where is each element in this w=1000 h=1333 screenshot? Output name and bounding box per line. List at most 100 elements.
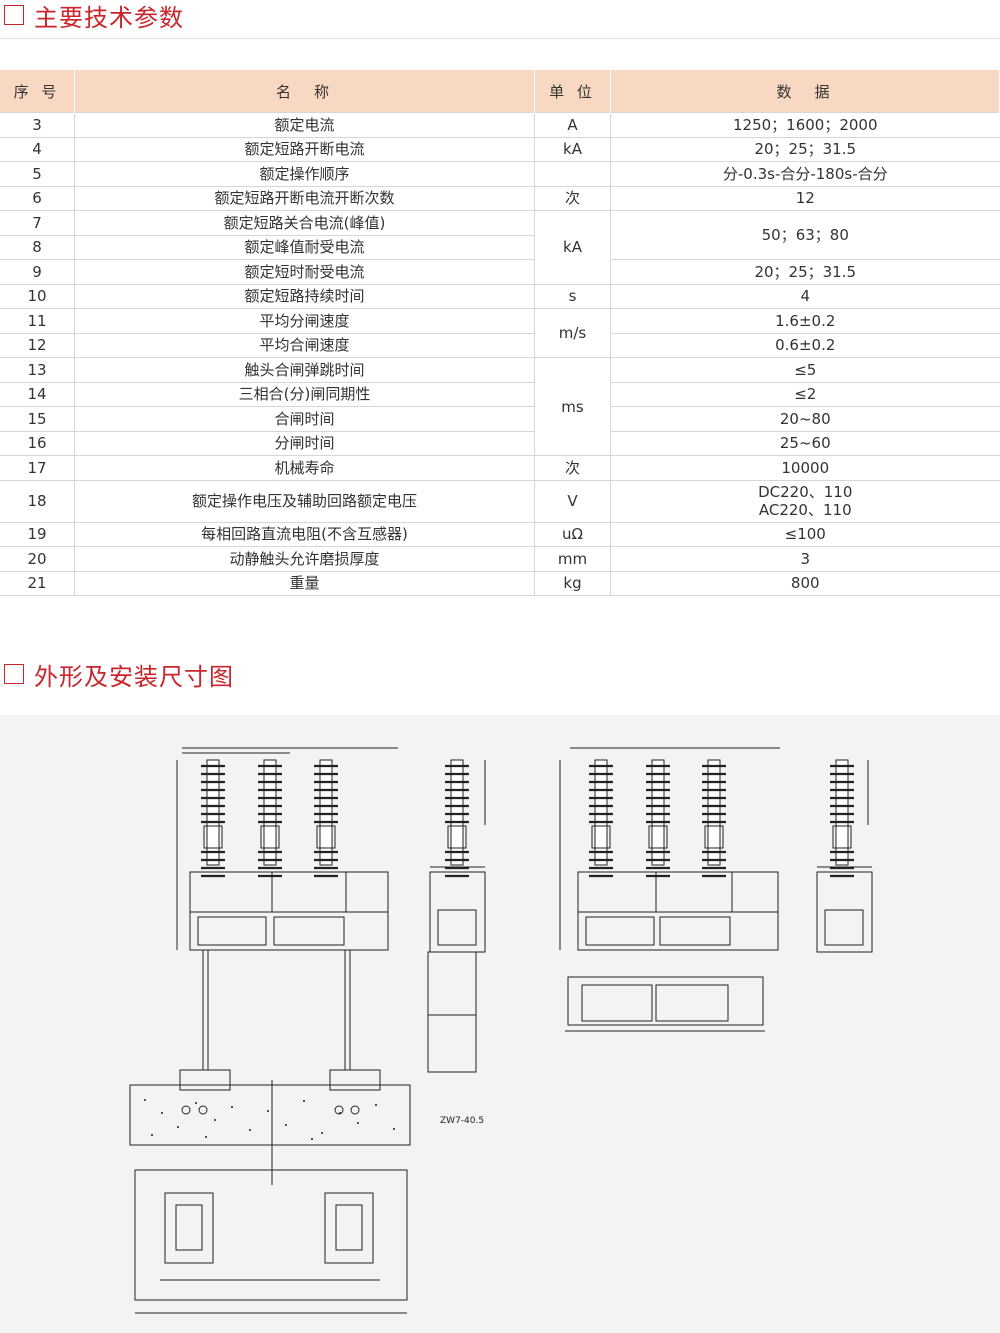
- dimension-drawing: ZW7-40.5: [0, 715, 1000, 1333]
- cell-data: 20；25；31.5: [610, 259, 1000, 285]
- cell-no: 12: [0, 332, 75, 358]
- cell-no: 7: [0, 210, 75, 236]
- cell-name: 三相合(分)闸同期性: [74, 381, 535, 407]
- cell-data-line1: DC220、110: [758, 483, 853, 501]
- side-view: [427, 758, 486, 1073]
- cell-data: 4: [610, 283, 1000, 309]
- cell-name: 额定短路开断电流: [74, 136, 535, 162]
- cell-data: ≤2: [610, 381, 1000, 407]
- cell-data: 分-0.3s-合分-180s-合分: [610, 161, 1000, 187]
- side-view-small: [816, 758, 873, 953]
- cell-unit: kA: [534, 210, 611, 285]
- cell-name: 额定操作顺序: [74, 161, 535, 187]
- divider: [0, 38, 1000, 39]
- cell-name: 额定短路开断电流开断次数: [74, 185, 535, 211]
- cell-name: 额定峰值耐受电流: [74, 234, 535, 260]
- params-section-title: 主要技术参数: [34, 3, 184, 32]
- cell-data: 0.6±0.2: [610, 332, 1000, 358]
- square-icon: [4, 664, 24, 684]
- cell-no: 15: [0, 406, 75, 432]
- cell-no: 11: [0, 308, 75, 334]
- cell-data: 10000: [610, 455, 1000, 481]
- front-view-small: [559, 747, 780, 1032]
- cell-name: 平均合闸速度: [74, 332, 535, 358]
- square-icon: [4, 5, 24, 25]
- cell-no: 18: [0, 479, 75, 523]
- cell-unit: 次: [534, 455, 611, 481]
- cell-name: 额定电流: [74, 112, 535, 138]
- cell-no: 20: [0, 546, 75, 572]
- cell-no: 17: [0, 455, 75, 481]
- cell-unit: ms: [534, 357, 611, 456]
- cell-name: 额定短时耐受电流: [74, 259, 535, 285]
- cell-data: 3: [610, 546, 1000, 572]
- cell-data: 25~60: [610, 430, 1000, 456]
- drawing-section-header: 外形及安装尺寸图: [0, 660, 234, 691]
- cell-name: 额定短路关合电流(峰值): [74, 210, 535, 236]
- col-header-unit: 单 位: [534, 70, 611, 113]
- cell-data: 1.6±0.2: [610, 308, 1000, 334]
- cell-no: 19: [0, 521, 75, 547]
- cell-data: 12: [610, 185, 1000, 211]
- drawing-caption: ZW7-40.5: [440, 1116, 484, 1126]
- cell-no: 10: [0, 283, 75, 309]
- cell-name: 触头合闸弹跳时间: [74, 357, 535, 383]
- cell-data: ≤100: [610, 521, 1000, 547]
- cell-no: 9: [0, 259, 75, 285]
- col-header-data: 数 据: [610, 70, 1000, 113]
- cell-name: 每相回路直流电阻(不含互感器): [74, 521, 535, 547]
- cell-name: 分闸时间: [74, 430, 535, 456]
- cell-name: 平均分闸速度: [74, 308, 535, 334]
- cell-name: 重量: [74, 570, 535, 596]
- cell-no: 14: [0, 381, 75, 407]
- drawing-section-title: 外形及安装尺寸图: [34, 662, 234, 691]
- cell-no: 5: [0, 161, 75, 187]
- cell-unit: m/s: [534, 308, 611, 358]
- cell-unit: V: [534, 479, 611, 523]
- cell-data: 800: [610, 570, 1000, 596]
- cell-unit: 次: [534, 185, 611, 211]
- cell-no: 8: [0, 234, 75, 260]
- cell-no: 4: [0, 136, 75, 162]
- cell-data: 20；25；31.5: [610, 136, 1000, 162]
- cell-unit: [534, 161, 611, 187]
- cell-data: 20~80: [610, 406, 1000, 432]
- cell-data-line2: AC220、110: [758, 501, 852, 519]
- cell-no: 21: [0, 570, 75, 596]
- cell-data: 50；63；80: [610, 210, 1000, 260]
- front-view: ZW7-40.5: [129, 747, 484, 1314]
- col-header-name: 名 称: [74, 70, 535, 113]
- cell-unit: mm: [534, 546, 611, 572]
- cell-data: ≤5: [610, 357, 1000, 383]
- cell-unit: A: [534, 112, 611, 138]
- cell-unit: s: [534, 283, 611, 309]
- cell-unit: kg: [534, 570, 611, 596]
- cell-name: 额定短路持续时间: [74, 283, 535, 309]
- params-section-header: 主要技术参数: [0, 1, 184, 32]
- cell-unit: uΩ: [534, 521, 611, 547]
- cell-unit: kA: [534, 136, 611, 162]
- cell-name: 机械寿命: [74, 455, 535, 481]
- cell-name: 合闸时间: [74, 406, 535, 432]
- table-header-row: 序 号 名 称 单 位 数 据: [0, 70, 1000, 113]
